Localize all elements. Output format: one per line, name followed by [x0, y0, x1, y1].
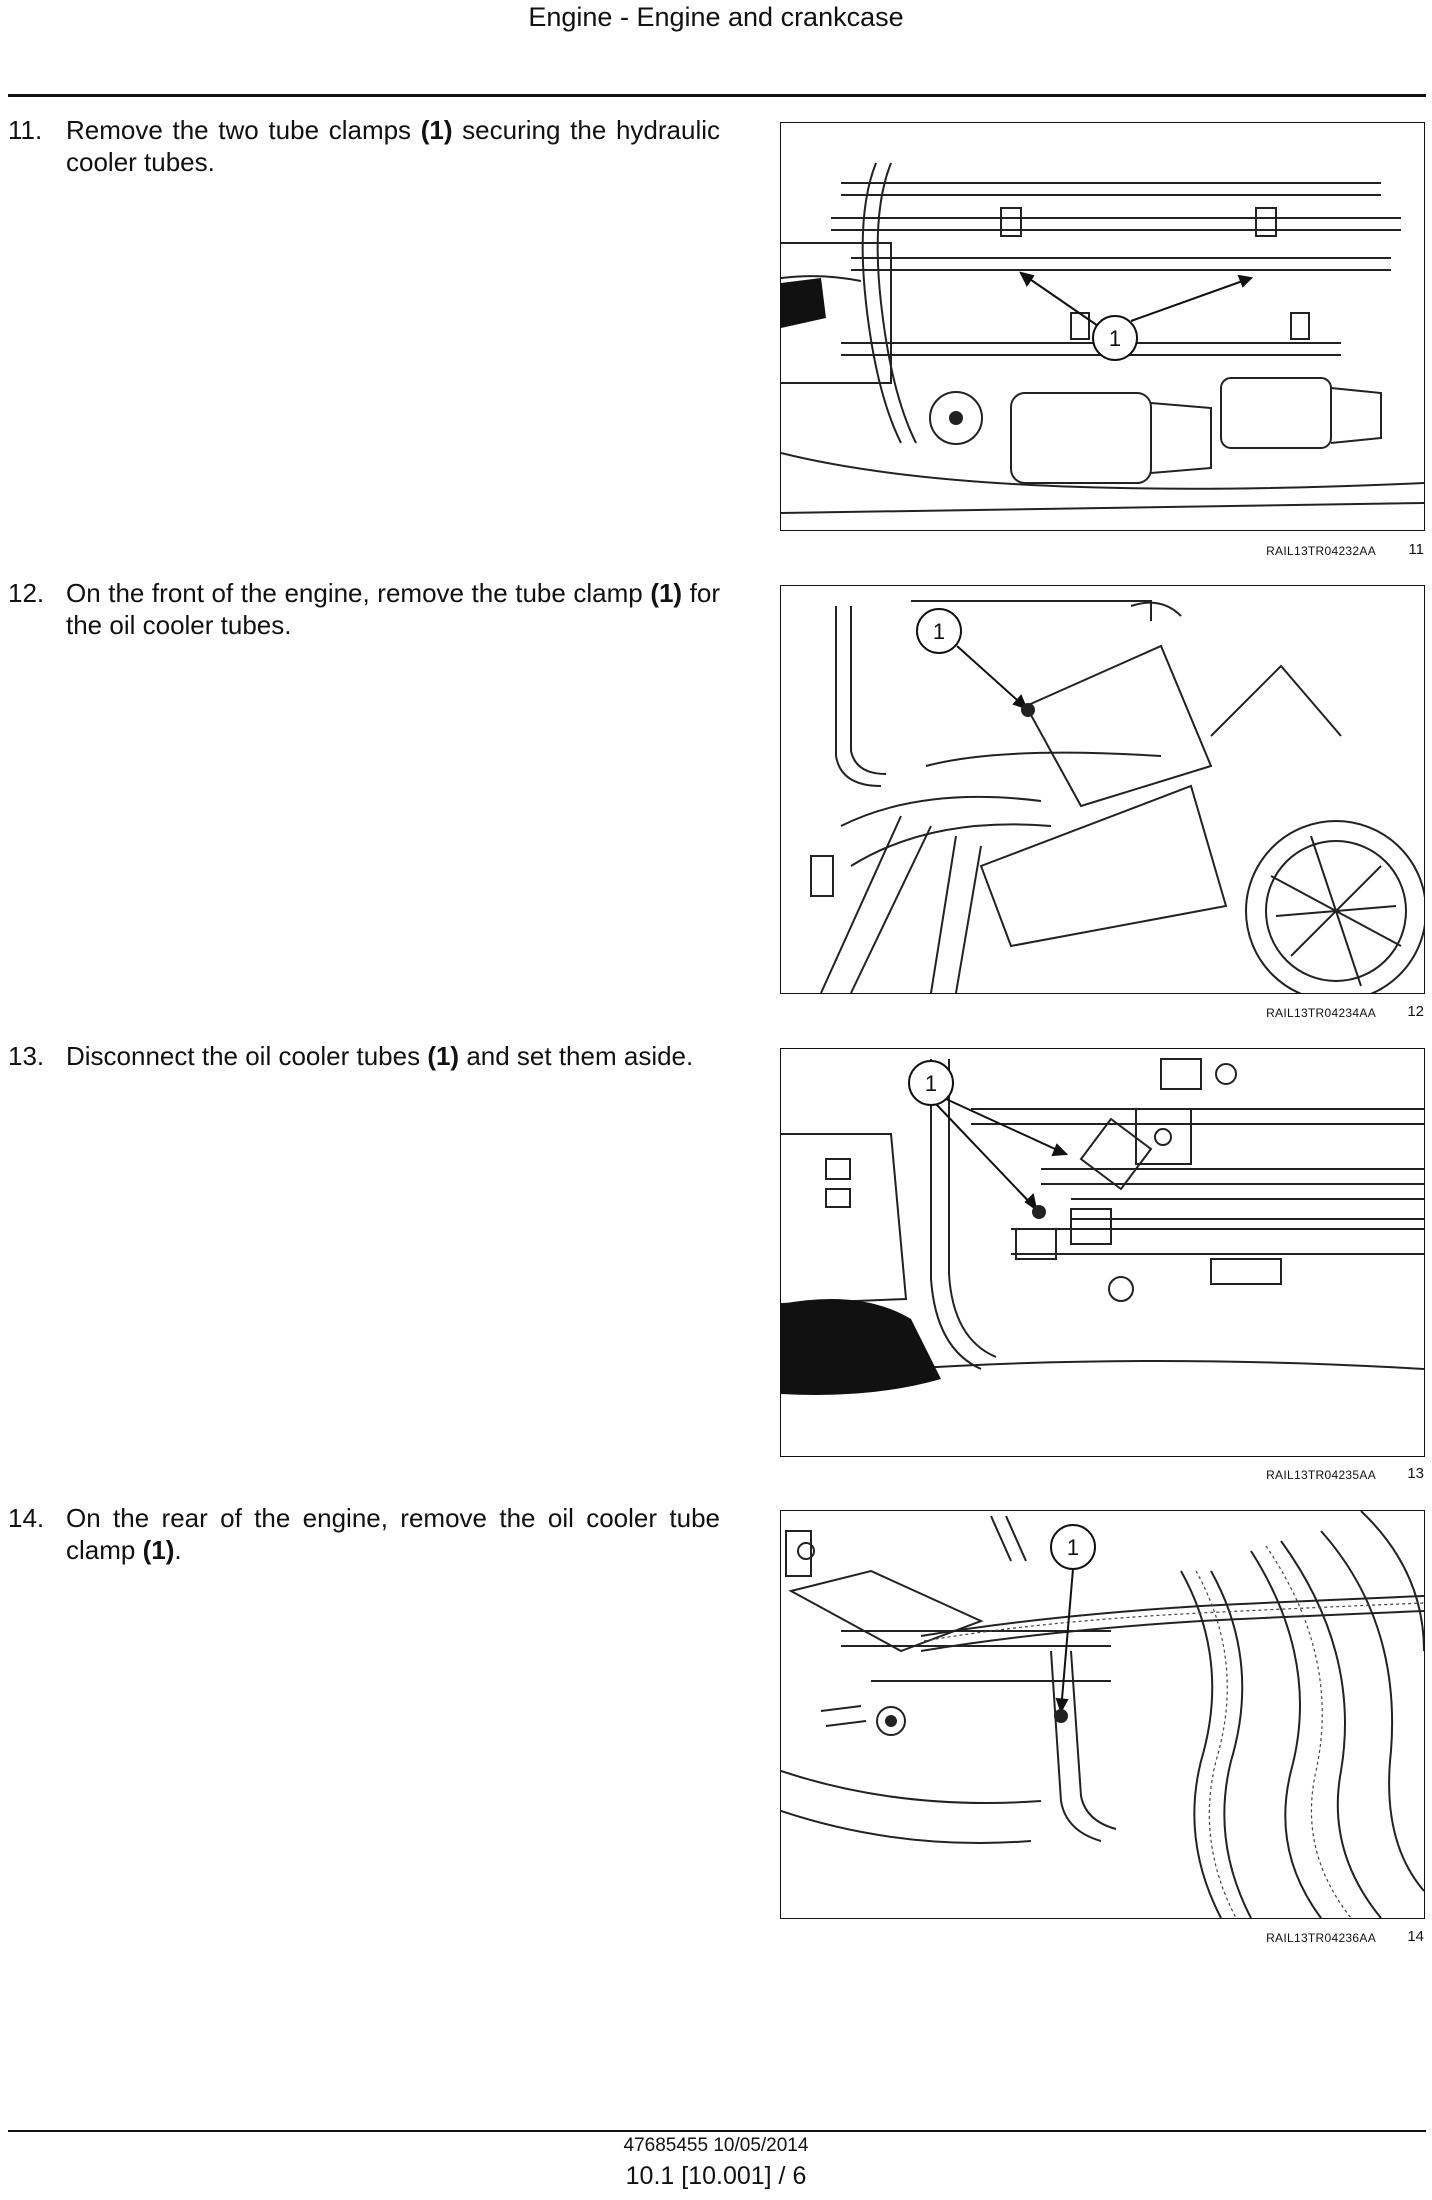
page-header-title: Engine - Engine and crankcase: [528, 2, 904, 32]
figure-number: 14: [1407, 1928, 1424, 1945]
callout-circle-1: [1050, 1524, 1096, 1570]
figure-id: RAIL13TR04232AA: [1266, 544, 1376, 558]
figure-id: RAIL13TR04234AA: [1266, 1006, 1376, 1020]
callout-reference: (1): [142, 1535, 175, 1565]
callout-reference: (1): [427, 1041, 460, 1071]
step-14-instruction: 14. On the rear of the engine, remove th…: [8, 1502, 720, 1566]
step-number: 11.: [8, 115, 43, 145]
footer-page-number: 10.1 [10.001] / 6: [625, 2162, 807, 2190]
callout-reference: (1): [650, 578, 683, 608]
callout-reference: (1): [420, 115, 453, 145]
footer-document-id: 47685455 10/05/2014: [623, 2135, 809, 2156]
step-text: Disconnect the oil cooler tubes (1) and …: [66, 1041, 694, 1071]
step-text: On the rear of the engine, remove the oi…: [66, 1503, 720, 1565]
step-text: Remove the two tube clamps (1) securing …: [66, 115, 720, 177]
step-13-instruction: 13. Disconnect the oil cooler tubes (1) …: [8, 1040, 720, 1072]
callout-label: 1: [925, 1071, 937, 1096]
callout-circle-1: [908, 1060, 954, 1106]
figure-number: 13: [1407, 1465, 1424, 1482]
step-11-instruction: 11. Remove the two tube clamps (1) secur…: [8, 114, 720, 178]
callout-label: 1: [1067, 1535, 1079, 1560]
figure-13-illustration: 1: [780, 1048, 1425, 1457]
figure-14-illustration: 1: [780, 1510, 1425, 1919]
callout-circle-1: [916, 608, 962, 654]
figure-number: 11: [1408, 541, 1424, 558]
step-number: 14.: [8, 1503, 45, 1533]
callout-circle-1: [1092, 315, 1138, 361]
step-number: 12.: [8, 578, 45, 608]
figure-number: 12: [1407, 1003, 1424, 1020]
figure-id: RAIL13TR04236AA: [1266, 1931, 1376, 1945]
callout-label: 1: [933, 619, 945, 644]
step-number: 13.: [8, 1041, 45, 1071]
header-divider: [8, 94, 1426, 97]
callout-label: 1: [1109, 326, 1121, 351]
step-12-instruction: 12. On the front of the engine, remove t…: [8, 577, 720, 641]
step-text: On the front of the engine, remove the t…: [66, 578, 720, 640]
figure-12-illustration: 1: [780, 585, 1425, 994]
footer-divider: [8, 2130, 1426, 2132]
figure-id: RAIL13TR04235AA: [1266, 1468, 1376, 1482]
figure-11-illustration: 1: [780, 122, 1425, 531]
